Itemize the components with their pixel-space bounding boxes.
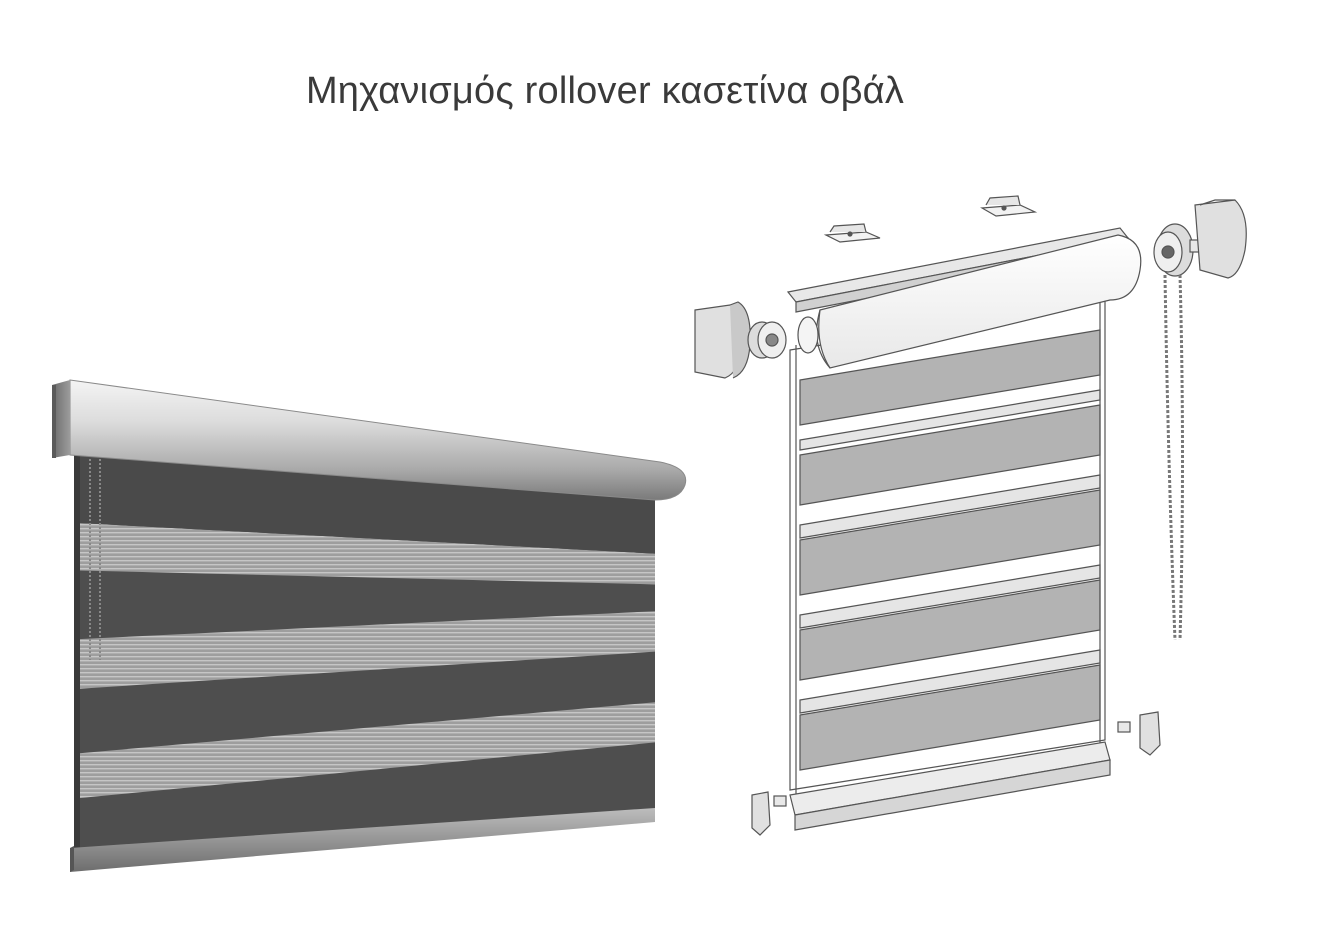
right-end-cap <box>1194 199 1247 279</box>
exploded-blind <box>694 195 1247 836</box>
bottom-bar <box>70 808 655 872</box>
fabric-panel <box>74 455 655 852</box>
cassette <box>69 379 687 501</box>
diagram-fabric <box>789 299 1106 795</box>
sheer-stripe <box>74 610 655 690</box>
end-cap <box>52 380 70 458</box>
roller-tube <box>797 316 819 354</box>
bottom-end-cap-left <box>751 791 787 836</box>
mounting-bracket <box>980 195 1038 217</box>
left-plug <box>747 321 787 359</box>
oval-cassette <box>818 234 1142 369</box>
clutch-mechanism <box>1153 223 1213 277</box>
sheer-stripe <box>74 522 655 585</box>
bead-chain <box>1163 274 1184 641</box>
bottom-end-cap-right <box>1117 711 1161 756</box>
mounting-bracket <box>823 223 881 243</box>
page-title: Μηχανισμός rollover κασετίνα οβάλ <box>305 70 905 112</box>
left-end-cap <box>694 301 751 379</box>
assembled-blind <box>52 379 687 872</box>
bottom-rail <box>789 741 1111 831</box>
sheer-stripe <box>74 700 655 800</box>
